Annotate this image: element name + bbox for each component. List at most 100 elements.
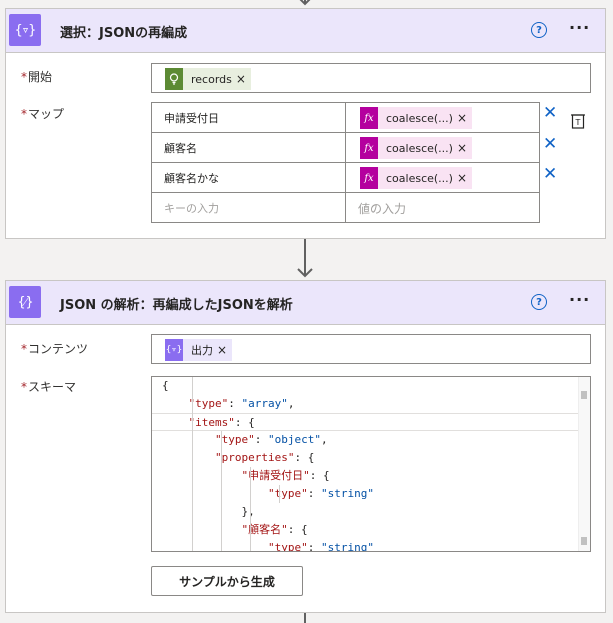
delete-row-icon[interactable]: ✕ xyxy=(543,103,558,123)
code-token: : { xyxy=(309,469,330,482)
code-token: }, xyxy=(241,505,255,518)
indent-guide xyxy=(221,431,222,551)
delete-row-icon[interactable]: ✕ xyxy=(543,134,558,154)
remove-token-icon[interactable]: × xyxy=(217,343,228,357)
code-line: "type": "string" xyxy=(152,485,578,503)
remove-token-icon[interactable]: × xyxy=(456,141,468,155)
code-token: "string" xyxy=(320,487,374,500)
switch-to-text-mode-icon[interactable]: T xyxy=(571,113,585,129)
code-token: "type" xyxy=(267,541,308,552)
code-token: : xyxy=(228,397,242,410)
code-token: : { xyxy=(287,523,308,536)
code-token: "type" xyxy=(267,487,308,500)
code-line: "items": { xyxy=(152,413,578,431)
fx-icon: fx xyxy=(360,137,378,159)
code-token: : xyxy=(307,487,321,500)
parse-json-icon: {⁄} xyxy=(9,286,41,318)
code-token: , xyxy=(320,433,328,446)
code-line: "type": "string" xyxy=(152,539,578,552)
map-key-cell[interactable]: 顧客名 xyxy=(152,133,346,162)
schema-field-label: *スキーマ xyxy=(21,380,77,394)
code-line: "顧客名": { xyxy=(152,521,578,539)
code-token: : { xyxy=(294,451,315,464)
content-input[interactable]: {▿} 出力 × xyxy=(151,334,591,364)
code-token: "顧客名" xyxy=(241,523,288,536)
output-token-label: 出力 xyxy=(191,344,213,357)
map-row: 顧客名かな fx coalesce(...) × xyxy=(152,163,539,193)
select-card-header[interactable]: {▿} 選択：JSONの再編成 ? ··· xyxy=(6,9,605,53)
arrow-down-icon xyxy=(299,0,311,6)
code-token: "items" xyxy=(188,416,235,429)
generate-from-sample-button[interactable]: サンプルから生成 xyxy=(151,566,303,596)
indent-guide xyxy=(250,467,251,551)
code-token: "object" xyxy=(267,433,321,446)
map-row: 申請受付日 fx coalesce(...) × xyxy=(152,103,539,133)
map-row: 顧客名 fx coalesce(...) × xyxy=(152,133,539,163)
help-icon[interactable]: ? xyxy=(531,22,547,38)
fx-token-label: coalesce(...) xyxy=(386,171,453,185)
map-key-cell[interactable]: 申請受付日 xyxy=(152,103,346,132)
help-icon[interactable]: ? xyxy=(531,294,547,310)
map-row-empty: キーの入力 値の入力 xyxy=(152,193,539,223)
map-key-input[interactable]: キーの入力 xyxy=(152,193,346,223)
code-token: : xyxy=(254,433,268,446)
map-table: 申請受付日 fx coalesce(...) × 顧客名 fx coalesce… xyxy=(151,102,540,223)
middle-connector xyxy=(304,239,306,275)
fx-icon: fx xyxy=(360,167,378,189)
code-line: }, xyxy=(152,503,578,521)
indent-guide xyxy=(279,485,280,503)
svg-text:T: T xyxy=(575,118,581,127)
code-line: "type": "array", xyxy=(152,395,578,413)
code-token: : { xyxy=(234,416,255,429)
remove-token-icon[interactable]: × xyxy=(235,72,246,86)
code-line: "申請受付日": { xyxy=(152,467,578,485)
code-line: { xyxy=(152,377,578,395)
parse-card-header[interactable]: {⁄} JSON の解析：再編成したJSONを解析 ? ··· xyxy=(6,281,605,325)
schema-editor[interactable]: "type": "string" "顧客名": { }, "type": "st… xyxy=(151,376,591,552)
start-input[interactable]: records × xyxy=(151,63,591,93)
fx-token[interactable]: fx coalesce(...) × xyxy=(360,137,473,159)
indent-guide xyxy=(192,377,193,551)
code-token: : xyxy=(307,541,321,552)
lightbulb-icon xyxy=(165,68,183,90)
fx-token[interactable]: fx coalesce(...) × xyxy=(360,167,473,189)
top-connector xyxy=(304,0,306,4)
arrow-down-icon xyxy=(297,268,313,278)
code-token: "申請受付日" xyxy=(241,469,310,482)
records-token[interactable]: records × xyxy=(165,68,251,90)
data-operation-icon: {▿} xyxy=(165,339,183,361)
fx-token-label: coalesce(...) xyxy=(386,141,453,155)
data-operation-icon: {▿} xyxy=(9,14,41,46)
remove-token-icon[interactable]: × xyxy=(456,171,468,185)
scrollbar-thumb[interactable] xyxy=(581,391,587,399)
code-token: "array" xyxy=(241,397,288,410)
parse-card-title[interactable]: JSON の解析：再編成したJSONを解析 xyxy=(60,298,293,313)
fx-token[interactable]: fx coalesce(...) × xyxy=(360,107,473,129)
more-options-icon[interactable]: ··· xyxy=(569,290,591,309)
select-action-card: {▿} 選択：JSONの再編成 ? ··· *開始 records × *マップ… xyxy=(5,8,606,239)
more-options-icon[interactable]: ··· xyxy=(569,18,591,37)
code-token: "properties" xyxy=(214,451,295,464)
select-card-title[interactable]: 選択：JSONの再編成 xyxy=(60,26,188,41)
fx-token-label: coalesce(...) xyxy=(386,111,453,125)
scrollbar-thumb[interactable] xyxy=(581,537,587,545)
start-field-label: *開始 xyxy=(21,70,53,84)
remove-token-icon[interactable]: × xyxy=(456,111,468,125)
content-field-label: *コンテンツ xyxy=(21,342,89,356)
code-line: "type": "object", xyxy=(152,431,578,449)
map-key-cell[interactable]: 顧客名かな xyxy=(152,163,346,192)
map-value-cell[interactable]: fx coalesce(...) × xyxy=(346,103,539,132)
code-token: , xyxy=(287,397,295,410)
records-token-label: records xyxy=(191,72,232,86)
code-token: { xyxy=(162,379,169,392)
parse-json-action-card: {⁄} JSON の解析：再編成したJSONを解析 ? ··· *コンテンツ {… xyxy=(5,280,606,613)
map-value-cell[interactable]: fx coalesce(...) × xyxy=(346,133,539,162)
output-token[interactable]: {▿} 出力 × xyxy=(165,339,233,361)
map-value-input[interactable]: 値の入力 xyxy=(358,201,407,216)
map-value-cell[interactable]: fx coalesce(...) × xyxy=(346,163,539,192)
map-field-label: *マップ xyxy=(21,107,65,121)
code-line: "properties": { xyxy=(152,449,578,467)
editor-scrollbar[interactable] xyxy=(578,377,590,551)
code-token: "type" xyxy=(188,397,229,410)
delete-row-icon[interactable]: ✕ xyxy=(543,164,558,184)
